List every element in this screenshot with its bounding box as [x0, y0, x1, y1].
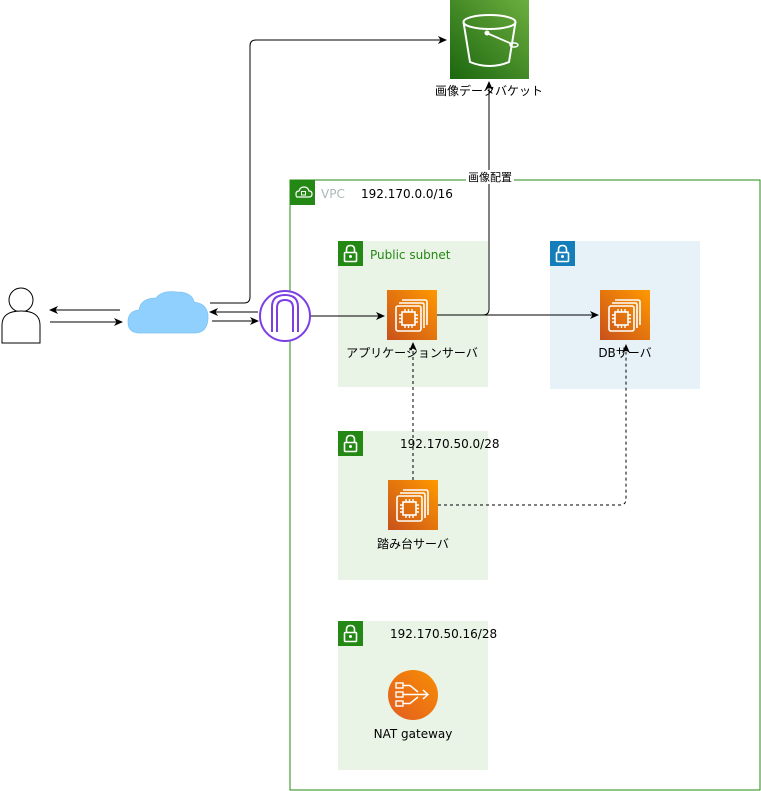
ec2-instance-icon — [387, 290, 437, 340]
vpc-group: VPC 192.170.0.0/16 — [289, 179, 761, 791]
nat-gateway-label: NAT gateway — [374, 727, 453, 741]
bastion-subnet-cidr: 192.170.50.0/28 — [400, 437, 499, 451]
lock-icon — [338, 431, 363, 456]
s3-bucket-icon — [450, 0, 529, 79]
edge-internet-to-bucket — [210, 36, 447, 304]
edge-label-bg — [466, 170, 514, 184]
public-subnet-title: Public subnet — [370, 248, 451, 262]
bucket-label: 画像データバケット — [435, 83, 543, 98]
app-server-label: アプリケーションサーバ — [346, 346, 478, 360]
edges — [49, 36, 630, 506]
lock-icon — [550, 241, 575, 266]
vpc-title: VPC — [321, 187, 345, 201]
db-server-label: DBサーバ — [598, 346, 651, 360]
nat-gateway-icon — [388, 670, 438, 720]
ec2-instance-icon — [600, 290, 650, 340]
nat-subnet-cidr: 192.170.50.16/28 — [390, 627, 497, 641]
internet-gateway-icon — [259, 290, 311, 342]
lock-icon — [338, 621, 363, 646]
bastion-label: 踏み台サーバ — [377, 536, 449, 551]
edge-label-image-placement: 画像配置 — [468, 171, 512, 184]
vpc-cidr: 192.170.0.0/16 — [361, 187, 453, 201]
vpc-border — [289, 179, 761, 791]
edge-bastion-to-db — [438, 344, 630, 506]
cloud-icon — [127, 291, 209, 334]
user-icon — [1, 287, 41, 344]
vpc-cloud-icon — [290, 180, 315, 205]
ec2-instance-icon — [388, 480, 438, 530]
lock-icon — [338, 241, 363, 266]
